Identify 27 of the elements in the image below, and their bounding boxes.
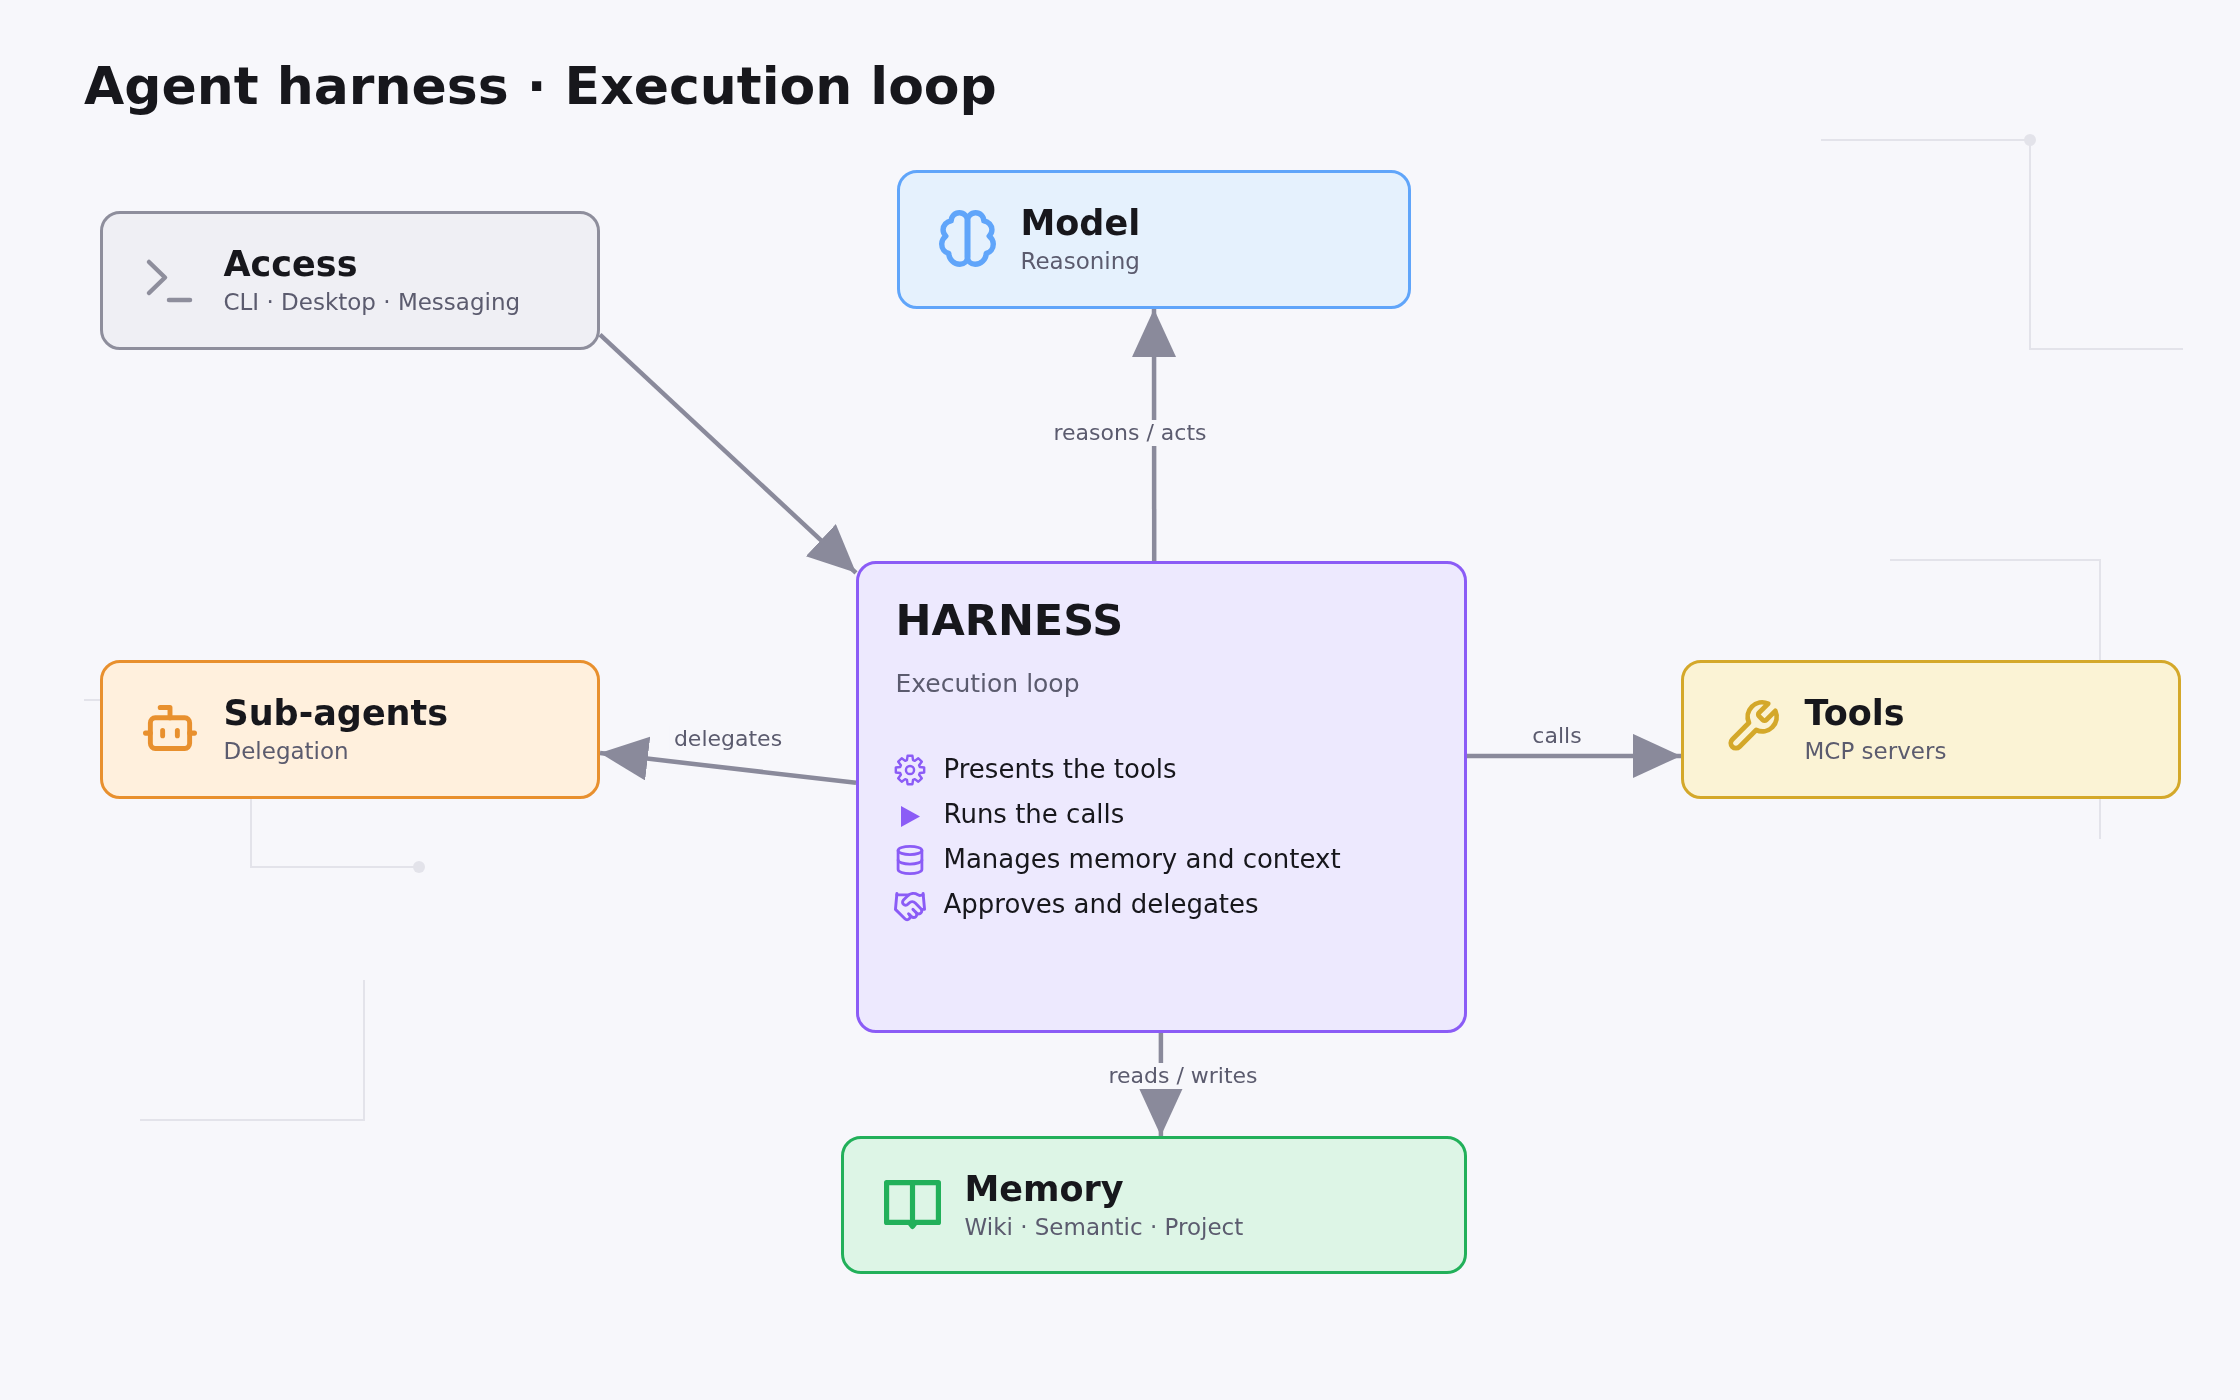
diagram-title: Agent harness · Execution loop: [84, 55, 997, 117]
arrow: [1467, 733, 1681, 778]
component-card: [100, 211, 600, 350]
node-title: Memory: [964, 1167, 1124, 1210]
node-subtitle: CLI · Desktop · Messaging: [223, 287, 521, 316]
node-subtitle: Reasoning: [1020, 246, 1140, 275]
node-title: Model: [1020, 201, 1141, 244]
node-title: Access: [223, 242, 358, 285]
list-item: Manages memory and context: [943, 843, 1341, 876]
node-subtitle: MCP servers: [1804, 736, 1947, 765]
list-item: Runs the calls: [943, 798, 1125, 831]
arrow: [598, 333, 858, 575]
component-card: [100, 660, 600, 799]
list-item: Presents the tools: [943, 753, 1177, 786]
component-card: [1681, 660, 2181, 799]
panel-subtitle: Execution loop: [895, 668, 1080, 699]
node-title: Tools: [1804, 691, 1905, 734]
node-subtitle: Delegation: [223, 736, 349, 765]
node-title: Sub-agents: [223, 691, 449, 734]
component-card: [897, 170, 1411, 309]
harness-panel: [856, 561, 1467, 1033]
node-subtitle: Wiki · Semantic · Project: [964, 1212, 1244, 1241]
arrow: [1132, 309, 1177, 561]
arrow: [599, 736, 857, 786]
component-card: [841, 1136, 1467, 1274]
panel-title: HARNESS: [895, 594, 1124, 645]
list-item: Approves and delegates: [943, 888, 1259, 921]
